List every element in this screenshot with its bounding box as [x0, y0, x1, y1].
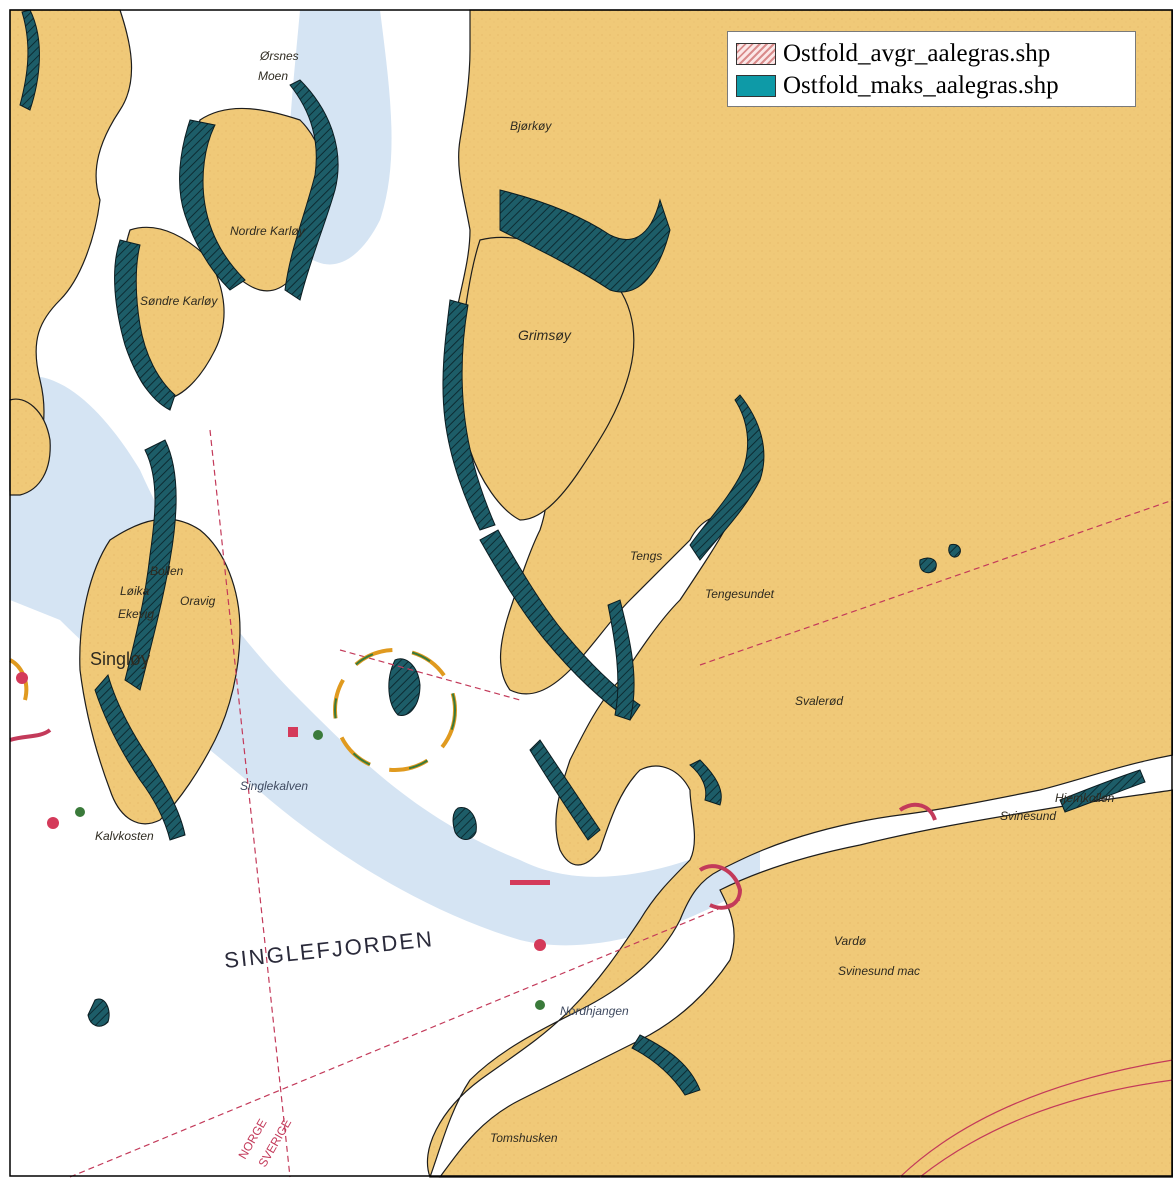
eelgrass-patch: [631, 1034, 701, 1096]
label-vardo: Vardø: [834, 934, 867, 948]
eelgrass-patch: [19, 9, 40, 111]
eelgrass-patch: [1059, 769, 1146, 813]
eelgrass-patch: [607, 599, 635, 721]
label-bjorkoy: Bjørkøy: [510, 119, 552, 133]
label-orsnes: Ørsnes: [259, 49, 299, 63]
eelgrass-patch: [479, 529, 641, 721]
label-singloy: Singløy: [90, 649, 150, 669]
legend-label-avgr: Ostfold_avgr_aalegras.shp: [783, 40, 1051, 67]
label-store-kalven: Singlekalven: [240, 779, 308, 793]
eelgrass-patch: [529, 739, 601, 841]
eelgrass-patch: [284, 79, 339, 301]
eelgrass-patch: [124, 439, 177, 691]
label-grimsoy: Grimsøy: [518, 327, 572, 343]
mainland-west: [9, 9, 133, 492]
eelgrass-patch: [689, 394, 765, 561]
label-hjemkollen: Hjemkollen: [1055, 791, 1115, 805]
label-sondre-karloy: Søndre Karløy: [140, 294, 218, 308]
eelgrass-patch: [94, 673, 186, 841]
sector-light-ring: [8, 648, 937, 910]
map-frame-border: [9, 9, 1173, 1177]
label-kalvkosten: Kalvkosten: [95, 829, 154, 843]
label-orrevig: Oravig: [180, 594, 216, 608]
eelgrass-patch: [442, 299, 496, 531]
map-legend: Ostfold_avgr_aalegras.shp Ostfold_maks_a…: [727, 31, 1136, 107]
eelgrass-patch: [388, 658, 421, 716]
label-loika: Løika: [120, 584, 150, 598]
solid-swatch-icon: [736, 75, 776, 97]
eelgrass-patch: [499, 189, 671, 293]
legend-label-maks: Ostfold_maks_aalegras.shp: [783, 72, 1059, 99]
label-nordre-karloy: Nordre Karløy: [230, 224, 306, 238]
eelgrass-patch: [87, 998, 110, 1027]
eelgrass-patch: [452, 807, 477, 840]
label-moen: Moen: [258, 69, 288, 83]
eelgrass-patch: [689, 759, 722, 806]
label-svinesund: Svinesund: [1000, 809, 1056, 823]
label-tengs: Tengs: [630, 549, 662, 563]
legend-item-maks: Ostfold_maks_aalegras.shp: [736, 70, 1127, 102]
label-bolion: Bollen: [150, 564, 184, 578]
label-tengesund: Tengesundet: [705, 587, 775, 601]
hatch-swatch-icon: [736, 43, 776, 65]
label-svalerod: Svalerød: [795, 694, 843, 708]
navigation-lines: [69, 429, 1173, 1178]
eelgrass-patch: [114, 239, 176, 411]
label-svinesund-mac: Svinesund mac: [838, 964, 920, 978]
eelgrass-patches: [19, 9, 1146, 1096]
buoy-markers: [16, 672, 550, 1010]
svinesund-peninsula: [438, 789, 1173, 1178]
label-tomshusken: Tomshusken: [490, 1131, 558, 1145]
compass-rose: [899, 1059, 1173, 1178]
legend-item-avgr: Ostfold_avgr_aalegras.shp: [736, 38, 1127, 70]
island-west-small: [9, 398, 51, 496]
eelgrass-patch: [179, 119, 246, 291]
label-nordre-hangen: Nordhjangen: [560, 1004, 629, 1018]
eelgrass-patch: [919, 543, 961, 574]
label-ekevig: Ekevig: [118, 607, 154, 621]
